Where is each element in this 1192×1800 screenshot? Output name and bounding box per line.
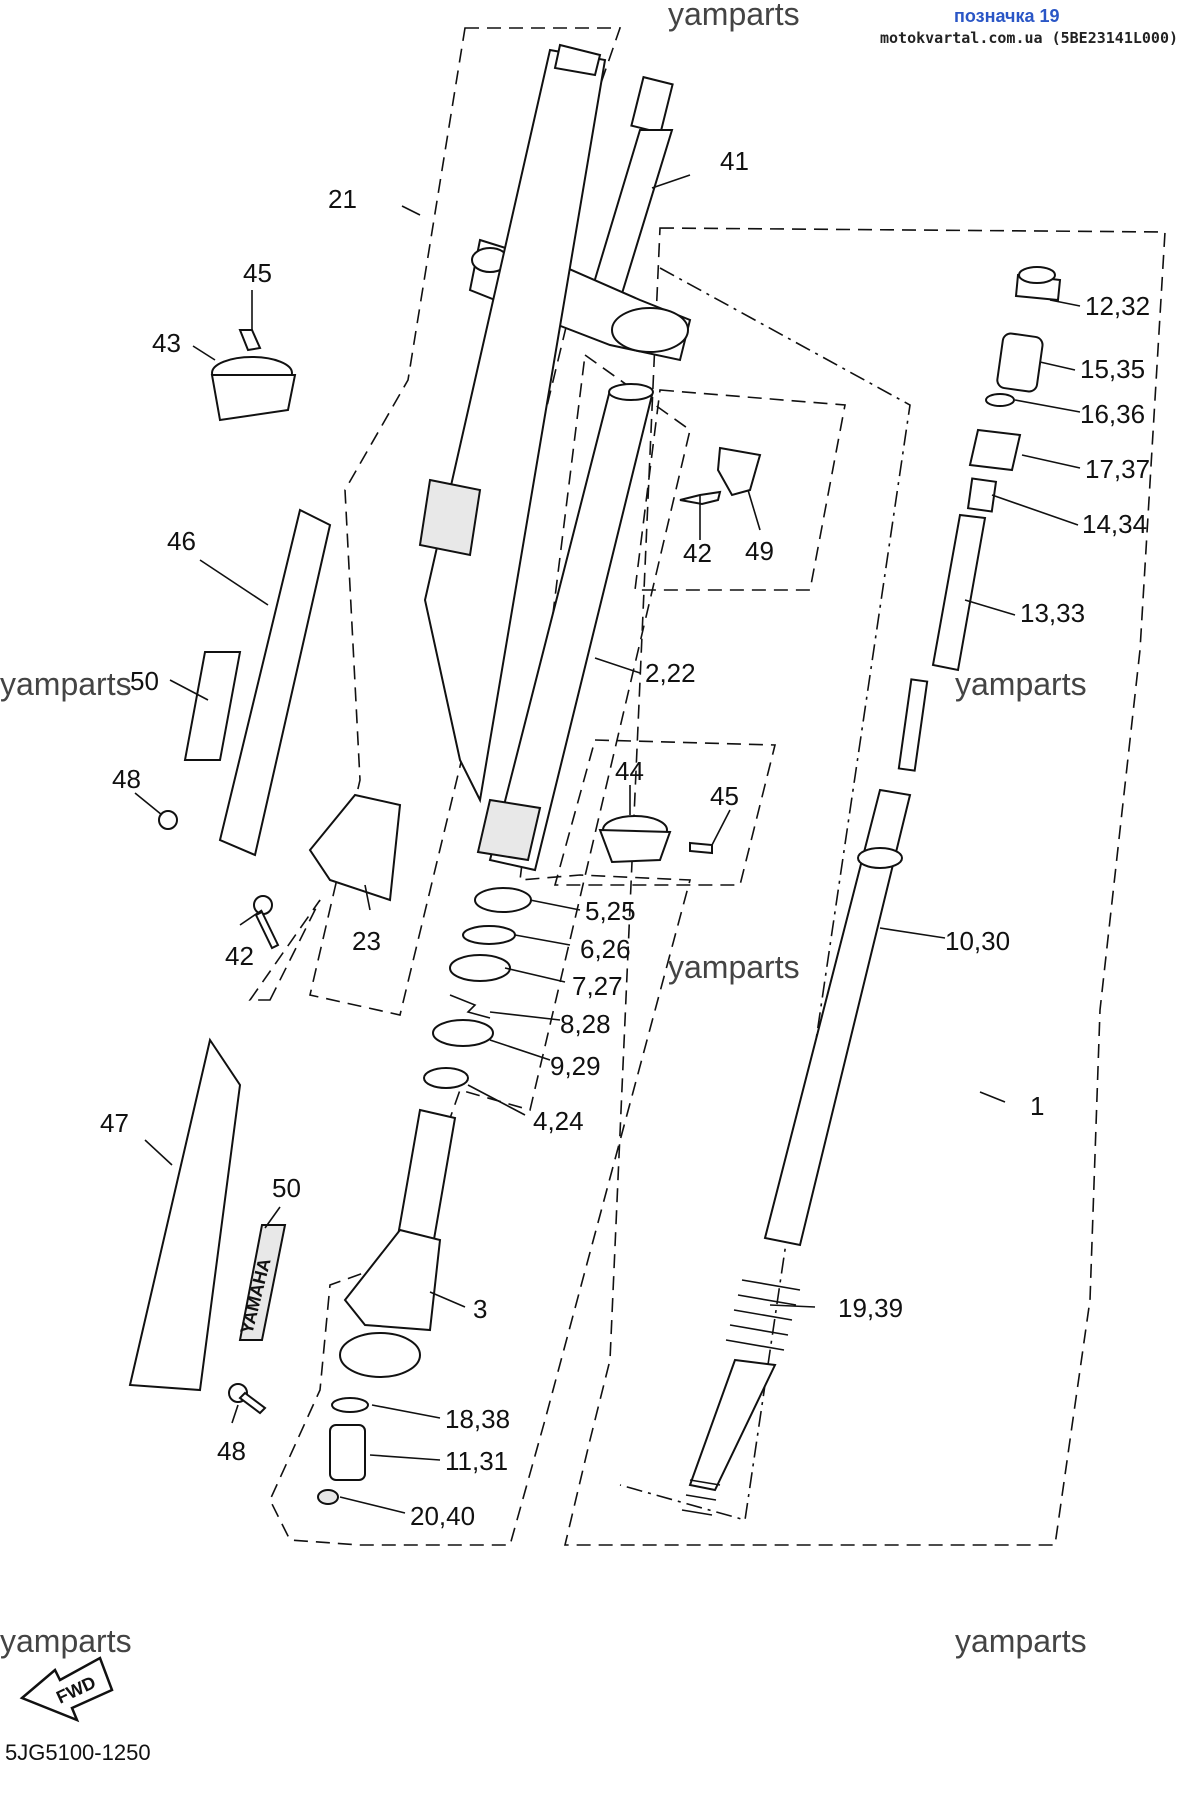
- callout-8-28: 8,28: [560, 1009, 611, 1039]
- callout-11-31: 11,31: [445, 1446, 508, 1476]
- diagram-code: 5JG5100-1250: [5, 1740, 151, 1765]
- fork-guard-46: [218, 508, 332, 857]
- fork-guard-47: [128, 1037, 242, 1392]
- clamp-43: [210, 356, 297, 422]
- callout-14-34: 14,34: [1082, 509, 1147, 539]
- callout-50-lower: 50: [272, 1173, 301, 1203]
- oil-seal: [449, 954, 511, 982]
- group-outline-guard-46: [248, 899, 321, 1001]
- dust-seal: [432, 1019, 494, 1047]
- callout-46: 46: [167, 526, 196, 556]
- callout-45-upper: 45: [243, 258, 272, 288]
- callout-43: 43: [152, 328, 181, 358]
- forward-arrow-icon: FWD: [19, 1656, 114, 1723]
- fork-spring: [681, 1279, 801, 1516]
- bracket-49: [716, 446, 762, 497]
- callout-15-35: 15,35: [1080, 354, 1145, 384]
- decal-50-lower: YAMAHA: [236, 1224, 287, 1341]
- callout-48-upper: 48: [112, 764, 141, 794]
- bottom-parts: [317, 1397, 369, 1505]
- callout-45-lower: 45: [710, 781, 739, 811]
- decal-50-upper: [183, 651, 242, 761]
- callout-44: 44: [615, 756, 644, 786]
- clamp-44: [598, 815, 672, 864]
- callout-41: 41: [720, 146, 749, 176]
- callout-50-upper: 50: [130, 666, 159, 696]
- site-reference: motokvartal.com.ua (5BE23141L000): [880, 29, 1178, 47]
- group-outline-clamp: [553, 739, 777, 886]
- seal-stack: [423, 887, 532, 1089]
- leader-lines: [134, 174, 1081, 1514]
- callout-23: 23: [352, 926, 381, 956]
- callout-17-37: 17,37: [1085, 454, 1150, 484]
- callout-16-36: 16,36: [1080, 399, 1145, 429]
- callout-42-lower: 42: [225, 941, 254, 971]
- watermark: yamparts: [0, 1623, 132, 1659]
- callout-21: 21: [328, 184, 357, 214]
- page-reference: позначка 19: [954, 6, 1060, 26]
- watermark: yamparts: [0, 666, 132, 702]
- inner-tube: [476, 383, 654, 872]
- callout-9-29: 9,29: [550, 1051, 601, 1081]
- watermark: yamparts: [668, 0, 800, 32]
- damper-assembly: [763, 266, 1062, 1247]
- callout-49: 49: [745, 536, 774, 566]
- callout-10-30: 10,30: [945, 926, 1010, 956]
- outer-tube: [308, 43, 607, 902]
- callout-19-39: 19,39: [838, 1293, 903, 1323]
- callout-3: 3: [473, 1294, 487, 1324]
- watermark: yamparts: [668, 949, 800, 985]
- callout-7-27: 7,27: [572, 971, 623, 1001]
- group-outline-damper: [563, 227, 1166, 1546]
- callout-2-22: 2,22: [645, 658, 696, 688]
- stopper-ring: [449, 994, 491, 1019]
- callout-18-38: 18,38: [445, 1404, 510, 1434]
- callout-5-25: 5,25: [585, 896, 636, 926]
- group-outline-damper-link: [619, 267, 911, 1522]
- slide-metal: [423, 1067, 469, 1089]
- watermark: yamparts: [955, 1623, 1087, 1659]
- bottom-tube: [339, 1108, 457, 1378]
- piston-metal: [474, 887, 532, 913]
- callout-13-33: 13,33: [1020, 598, 1085, 628]
- callout-47: 47: [100, 1108, 129, 1138]
- callout-6-26: 6,26: [580, 934, 631, 964]
- callout-48-lower: 48: [217, 1436, 246, 1466]
- steering-stem: [588, 75, 674, 302]
- callout-20-40: 20,40: [410, 1501, 475, 1531]
- washer: [462, 925, 516, 945]
- watermark: yamparts: [955, 666, 1087, 702]
- group-outline-bracket: [634, 389, 846, 591]
- callout-4-24: 4,24: [533, 1106, 584, 1136]
- callout-1: 1: [1030, 1091, 1044, 1121]
- callout-12-32: 12,32: [1085, 291, 1150, 321]
- callout-42-upper: 42: [683, 538, 712, 568]
